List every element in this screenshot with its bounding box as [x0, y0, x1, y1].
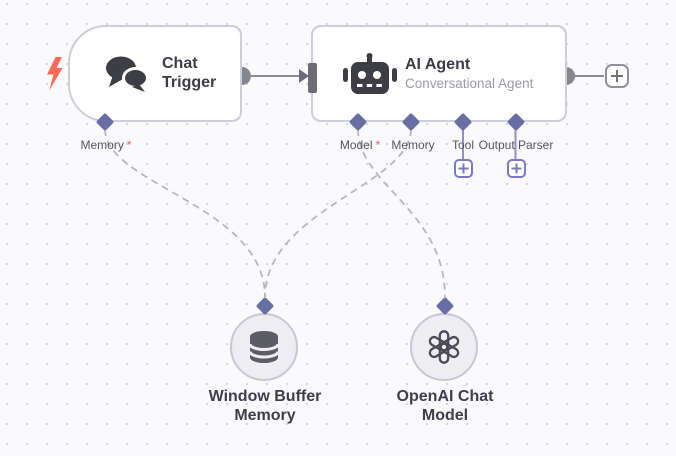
- required-asterisk: *: [126, 138, 132, 152]
- required-asterisk: *: [375, 138, 381, 152]
- chat-bubbles-icon: [104, 55, 150, 93]
- plus-icon: [511, 163, 521, 174]
- port-label-model: Model*: [339, 138, 381, 152]
- node-window-buffer-memory[interactable]: [230, 313, 298, 381]
- openai-icon: [428, 330, 460, 364]
- plus-icon: [458, 163, 468, 174]
- node-chat-trigger[interactable]: Chat Trigger: [68, 25, 242, 122]
- database-icon: [249, 331, 279, 363]
- node-title: Chat Trigger: [162, 54, 217, 91]
- wire-model-to-agent[interactable]: [357, 128, 446, 298]
- lightning-bolt-icon: [46, 57, 63, 96]
- add-output-parser-button[interactable]: [506, 159, 526, 178]
- plus-icon: [611, 70, 623, 82]
- port-label-output-parser: Output Parser: [478, 138, 554, 152]
- node-label-window-buffer-memory: Window Buffer Memory: [208, 388, 322, 424]
- node-ai-agent[interactable]: AI Agent Conversational Agent: [308, 25, 567, 122]
- node-label-openai-chat-model: OpenAI Chat Model: [396, 388, 494, 424]
- agent-text-block: AI Agent Conversational Agent: [405, 56, 533, 92]
- node-subtitle: Conversational Agent: [405, 76, 534, 92]
- port-label-trigger-memory: Memory*: [80, 138, 132, 152]
- node-openai-chat-model[interactable]: [410, 313, 478, 381]
- add-next-node-button[interactable]: [605, 64, 629, 88]
- wire-arrowhead: [299, 69, 309, 83]
- wire-memory-to-trigger[interactable]: [104, 128, 266, 298]
- port-label-memory: Memory: [391, 138, 435, 152]
- robot-icon: [343, 52, 397, 95]
- port-label-tool: Tool: [451, 138, 475, 152]
- add-tool-button[interactable]: [453, 159, 473, 178]
- node-title: AI Agent: [405, 55, 471, 73]
- agent-input-port[interactable]: [308, 63, 317, 93]
- wire-memory-to-agent[interactable]: [264, 128, 412, 298]
